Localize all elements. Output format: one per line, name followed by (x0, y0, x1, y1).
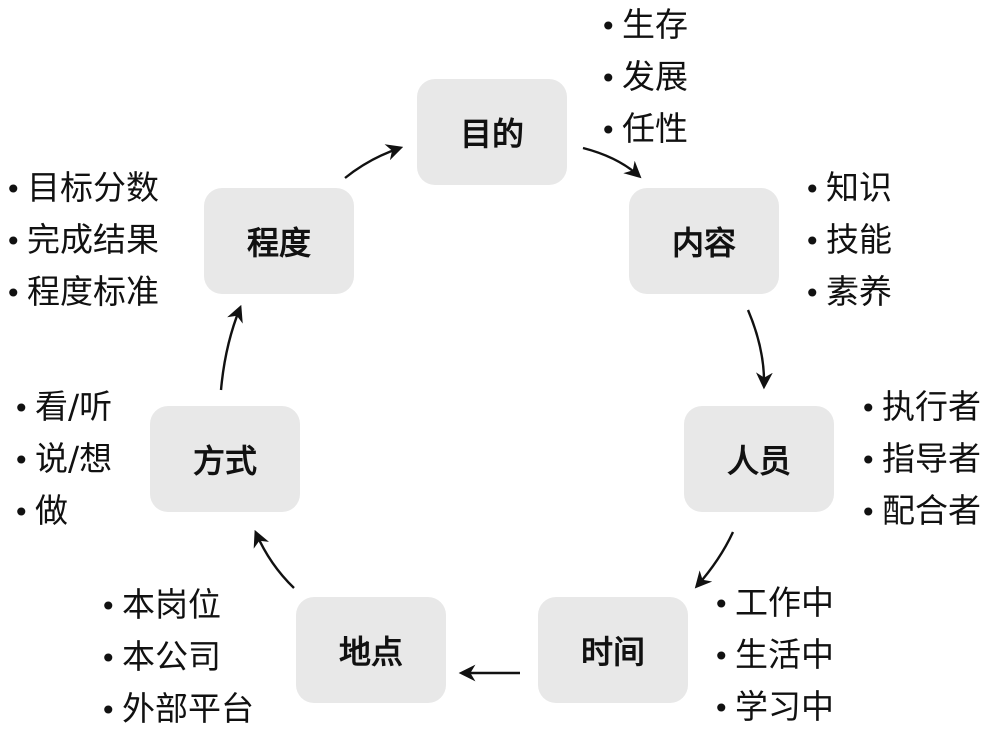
bullet: • (804, 225, 821, 258)
list-method: •看/听 •说/想 •做 (13, 382, 112, 538)
bullet: • (713, 588, 730, 621)
list-item: •生存 (600, 0, 688, 52)
list-item: •本公司 (100, 632, 254, 684)
list-item: •工作中 (713, 578, 834, 630)
list-item-text: 看/听 (35, 387, 113, 426)
node-content-label: 内容 (671, 224, 736, 262)
bullet: • (5, 277, 22, 310)
list-item-text: 目标分数 (27, 168, 159, 207)
bullet: • (100, 642, 117, 675)
bullet: • (13, 392, 30, 425)
bullet: • (5, 225, 22, 258)
arrow-people-to-time (694, 531, 735, 589)
list-item-text: 本岗位 (122, 585, 221, 624)
list-content: •知识 •技能 •素养 (804, 163, 892, 319)
list-item-text: 工作中 (735, 583, 834, 622)
list-item-text: 外部平台 (122, 689, 254, 728)
bullet: • (13, 496, 30, 529)
node-people: 人员 (684, 406, 834, 512)
node-method-label: 方式 (192, 442, 257, 480)
list-item-text: 配合者 (882, 491, 981, 530)
list-item: •本岗位 (100, 580, 254, 632)
node-degree-label: 程度 (246, 224, 311, 262)
list-item-text: 指导者 (882, 439, 981, 478)
list-item: •做 (13, 486, 112, 538)
list-item: •目标分数 (5, 163, 159, 215)
list-item-text: 技能 (826, 220, 892, 259)
list-item: •程度标准 (5, 267, 159, 319)
node-time: 时间 (538, 597, 688, 703)
list-item: •说/想 (13, 434, 112, 486)
list-item-text: 发展 (622, 57, 688, 96)
arrow-content-to-people (746, 309, 773, 390)
node-time-label: 时间 (580, 633, 645, 671)
bullet: • (713, 692, 730, 725)
list-item: •外部平台 (100, 684, 254, 736)
list-item: •配合者 (860, 486, 981, 538)
bullet: • (100, 694, 117, 727)
arrow-purpose-to-content (582, 146, 642, 179)
bullet: • (713, 640, 730, 673)
list-degree: •目标分数 •完成结果 •程度标准 (5, 163, 159, 319)
list-item: •生活中 (713, 630, 834, 682)
arrow-place-to-method (253, 529, 295, 589)
bullet: • (13, 444, 30, 477)
list-item-text: 执行者 (882, 387, 981, 426)
list-item: •执行者 (860, 382, 981, 434)
arrow-degree-to-purpose (344, 144, 404, 179)
node-place-label: 地点 (338, 633, 403, 671)
bullet: • (804, 277, 821, 310)
list-item-text: 程度标准 (27, 272, 159, 311)
list-people: •执行者 •指导者 •配合者 (860, 382, 981, 538)
list-item: •任性 (600, 104, 688, 156)
node-method: 方式 (150, 406, 300, 512)
node-purpose-label: 目的 (459, 115, 524, 153)
node-place: 地点 (296, 597, 446, 703)
list-purpose: •生存 •发展 •任性 (600, 0, 688, 156)
list-place: •本岗位 •本公司 •外部平台 (100, 580, 254, 736)
list-item-text: 生活中 (735, 635, 834, 674)
list-item-text: 知识 (826, 168, 892, 207)
bullet: • (600, 10, 617, 43)
list-item-text: 做 (35, 491, 68, 530)
list-item-text: 说/想 (35, 439, 113, 478)
bullet: • (804, 173, 821, 206)
bullet: • (860, 444, 877, 477)
list-item-text: 完成结果 (27, 220, 159, 259)
node-degree: 程度 (204, 188, 354, 294)
node-people-label: 人员 (726, 442, 791, 480)
bullet: • (860, 392, 877, 425)
bullet: • (860, 496, 877, 529)
list-item-text: 素养 (826, 272, 892, 311)
node-purpose: 目的 (417, 79, 567, 185)
bullet: • (5, 173, 22, 206)
arrow-method-to-degree (219, 304, 243, 391)
list-item: •素养 (804, 267, 892, 319)
bullet: • (600, 62, 617, 95)
list-item: •发展 (600, 52, 688, 104)
list-item-text: 生存 (622, 5, 688, 44)
list-item-text: 本公司 (122, 637, 221, 676)
list-item: •知识 (804, 163, 892, 215)
list-item-text: 学习中 (735, 687, 834, 726)
list-time: •工作中 •生活中 •学习中 (713, 578, 834, 734)
node-content: 内容 (629, 188, 779, 294)
list-item: •技能 (804, 215, 892, 267)
list-item: •指导者 (860, 434, 981, 486)
list-item: •学习中 (713, 682, 834, 734)
list-item-text: 任性 (622, 109, 688, 148)
bullet: • (600, 114, 617, 147)
list-item: •看/听 (13, 382, 112, 434)
list-item: •完成结果 (5, 215, 159, 267)
bullet: • (100, 590, 117, 623)
